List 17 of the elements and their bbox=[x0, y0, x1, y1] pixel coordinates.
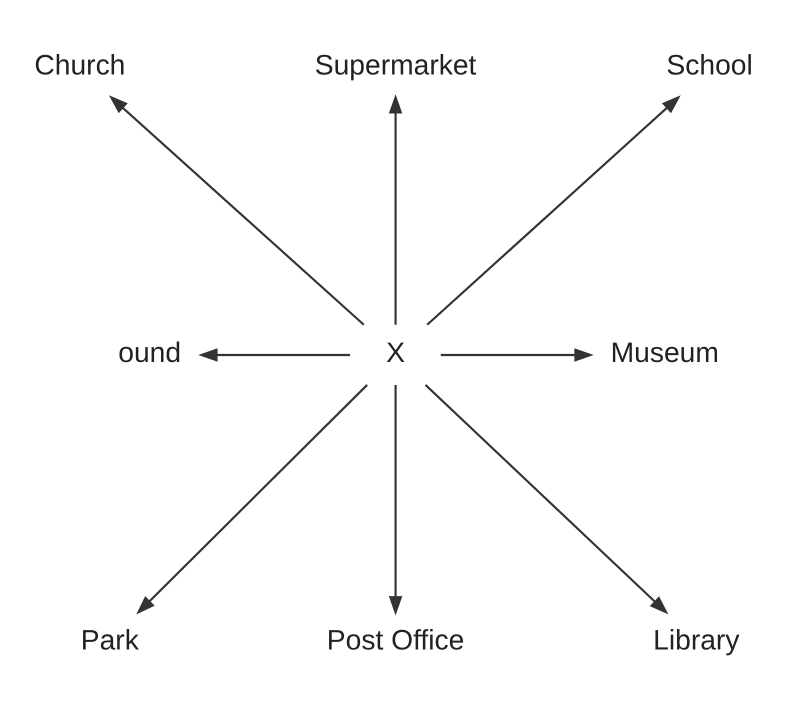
node-text: School bbox=[666, 48, 753, 80]
arrow bbox=[136, 384, 368, 614]
node-text: Park bbox=[80, 622, 139, 655]
node-text: Library bbox=[653, 622, 740, 655]
arrow bbox=[388, 384, 402, 615]
arrow bbox=[108, 94, 365, 326]
arrow bbox=[388, 94, 402, 324]
arrow bbox=[198, 348, 350, 362]
node-text: ound bbox=[118, 335, 182, 368]
node-text: Post Office bbox=[326, 622, 464, 655]
arrow bbox=[440, 348, 594, 362]
node-text: X bbox=[386, 335, 405, 368]
node-text: Church bbox=[34, 48, 126, 80]
arrow bbox=[426, 94, 681, 326]
arrow bbox=[424, 384, 668, 614]
node-text: Museum bbox=[610, 335, 719, 368]
node-text: Supermarket bbox=[314, 48, 476, 80]
